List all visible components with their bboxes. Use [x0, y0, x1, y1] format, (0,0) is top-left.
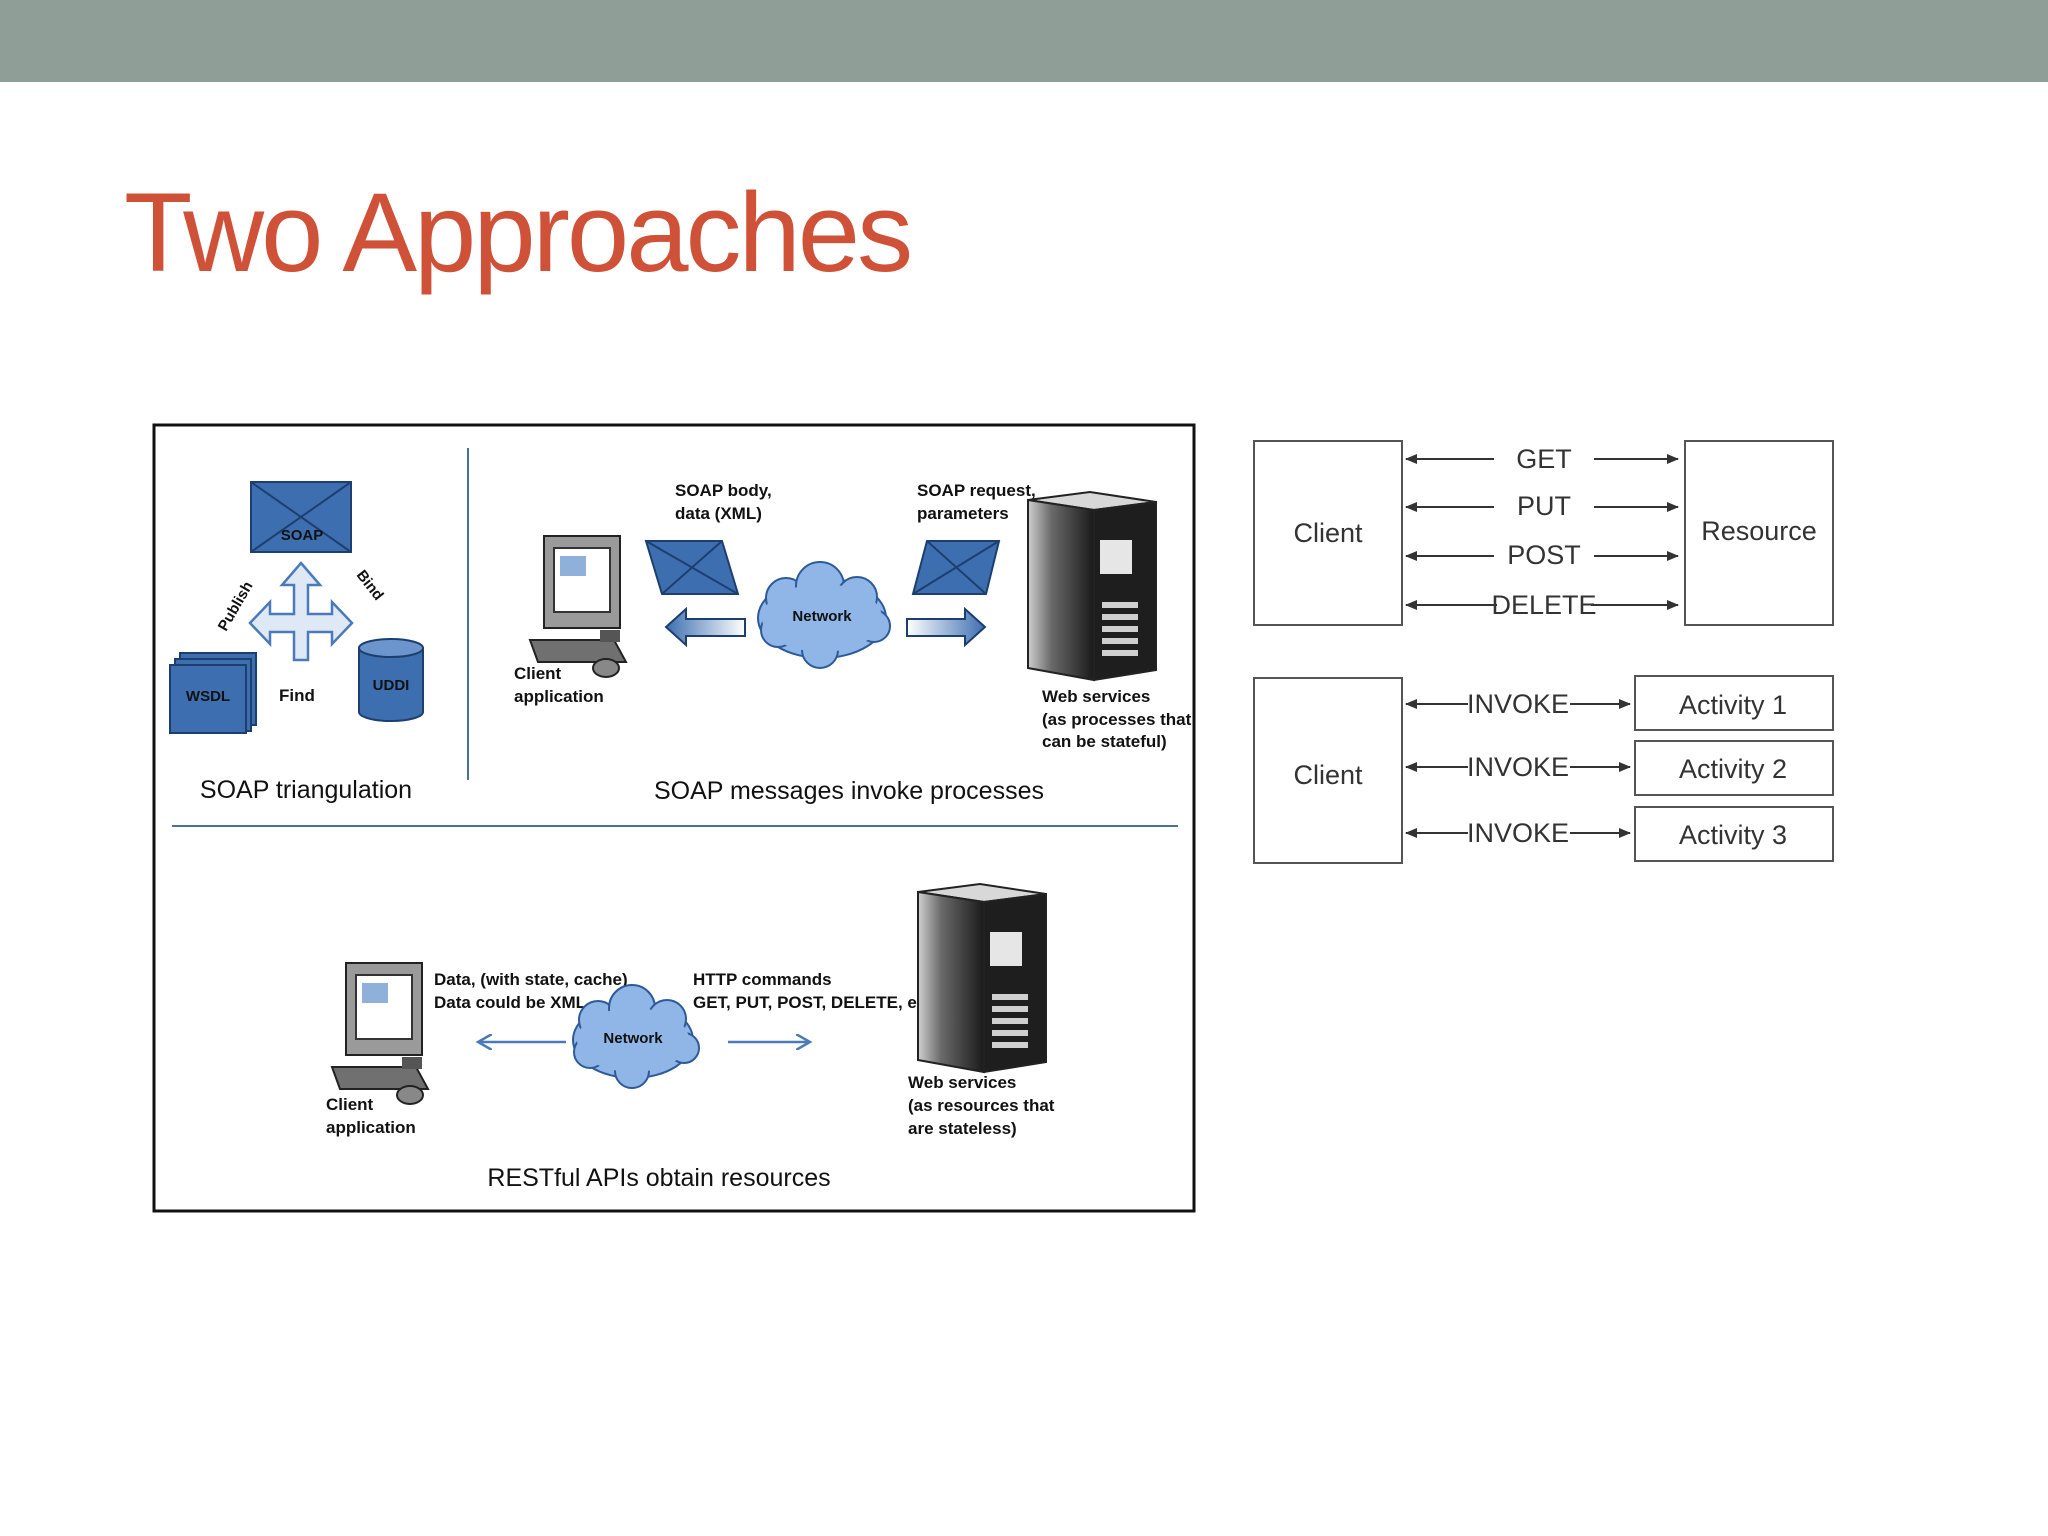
rest-http-label-2: GET, PUT, POST, DELETE, etc.	[693, 993, 937, 1012]
rpc-client-box	[1253, 677, 1403, 864]
method-label: POST	[1507, 540, 1581, 570]
method-post: POST	[1405, 540, 1679, 570]
rest-client-computer-icon	[330, 962, 430, 1105]
rest-client-box-label: Client	[1293, 518, 1363, 548]
invoke-row-3: INVOKE Activity 3	[1405, 806, 1834, 862]
activity-box	[1634, 740, 1834, 796]
rest-data-label-2: Data could be XML	[434, 993, 586, 1012]
soap-request-label-2: parameters	[917, 504, 1009, 523]
rest-data-label-1: Data, (with state, cache)	[434, 970, 628, 989]
rest-network-cloud-icon: Network	[572, 984, 700, 1089]
soap-request-envelope-icon	[911, 540, 1001, 595]
request-arrow-icon	[906, 606, 987, 648]
rest-client-label-2: application	[326, 1118, 416, 1137]
method-put: PUT	[1405, 491, 1679, 521]
soap-messages-caption: SOAP messages invoke processes	[654, 777, 1044, 805]
rest-http-label-1: HTTP commands	[693, 970, 832, 989]
soap-server-label-2: (as processes that	[1042, 710, 1192, 729]
client-computer-icon	[528, 535, 628, 678]
resource-box	[1684, 440, 1834, 626]
soap-body-label-1: SOAP body,	[675, 481, 772, 500]
soap-messages: SOAP body, data (XML) SOAP request, para…	[514, 481, 1192, 805]
activity-box	[1634, 806, 1834, 862]
rpc-invoke-diagram: Client INVOKE Activity 1 INVOKE Activity…	[1253, 675, 1834, 864]
soap-server-label-1: Web services	[1042, 687, 1150, 706]
soap-client-label-2: application	[514, 687, 604, 706]
rpc-client-box-label: Client	[1293, 760, 1363, 790]
invoke-row-1: INVOKE Activity 1	[1405, 675, 1834, 731]
rest-network-label: Network	[603, 1030, 663, 1047]
find-label: Find	[279, 686, 315, 705]
slide-title: Two Approaches	[124, 170, 913, 295]
method-get: GET	[1405, 444, 1679, 474]
soap-triangulation-caption: SOAP triangulation	[200, 776, 412, 804]
wsdl-label: WSDL	[186, 688, 230, 705]
soap-server-icon	[1027, 490, 1157, 682]
resource-box-label: Resource	[1701, 516, 1817, 546]
invoke-label: INVOKE	[1467, 818, 1569, 848]
method-label: PUT	[1517, 491, 1571, 521]
restful-caption: RESTful APIs obtain resources	[487, 1164, 830, 1192]
response-arrow-icon	[664, 606, 746, 648]
soap-rest-figure: SOAP Publish Bind WSDL Find UDDI SOAP tr…	[152, 423, 1196, 1213]
wsdl-documents-icon: WSDL	[169, 652, 257, 734]
activity-label: Activity 3	[1679, 820, 1787, 850]
soap-label: SOAP	[281, 527, 324, 544]
rest-server-label-1: Web services	[908, 1073, 1016, 1092]
method-delete: DELETE	[1405, 590, 1679, 620]
soap-client-label-1: Client	[514, 664, 562, 683]
uddi-label: UDDI	[373, 677, 410, 694]
rest-method-diagram: Client Resource GET PUT POST DELETE	[1253, 440, 1834, 626]
activity-box	[1634, 675, 1834, 731]
soap-server-label-3: can be stateful)	[1042, 732, 1167, 751]
soap-body-label-2: data (XML)	[675, 504, 762, 523]
invoke-label: INVOKE	[1467, 752, 1569, 782]
method-label: DELETE	[1491, 590, 1596, 620]
invoke-row-2: INVOKE Activity 2	[1405, 740, 1834, 796]
rest-server-label-3: are stateless)	[908, 1119, 1017, 1138]
method-label: GET	[1516, 444, 1572, 474]
triangulation-arrows-icon	[248, 561, 354, 662]
soap-body-envelope-icon	[644, 540, 740, 595]
activity-label: Activity 1	[1679, 690, 1787, 720]
rest-client-label-1: Client	[326, 1095, 374, 1114]
rest-client-box	[1253, 440, 1403, 626]
top-banner	[0, 0, 2048, 82]
uddi-database-icon: UDDI	[358, 638, 424, 722]
restful-apis: Client application Data, (with state, ca…	[326, 882, 1055, 1192]
soap-request-label-1: SOAP request,	[917, 481, 1036, 500]
rest-server-icon	[917, 882, 1047, 1074]
rest-server-label-2: (as resources that	[908, 1096, 1055, 1115]
soap-envelope-icon: SOAP	[250, 481, 352, 553]
invoke-label: INVOKE	[1467, 689, 1569, 719]
activity-label: Activity 2	[1679, 754, 1787, 784]
soap-network-label: Network	[792, 608, 852, 625]
soap-network-cloud-icon: Network	[757, 561, 891, 669]
